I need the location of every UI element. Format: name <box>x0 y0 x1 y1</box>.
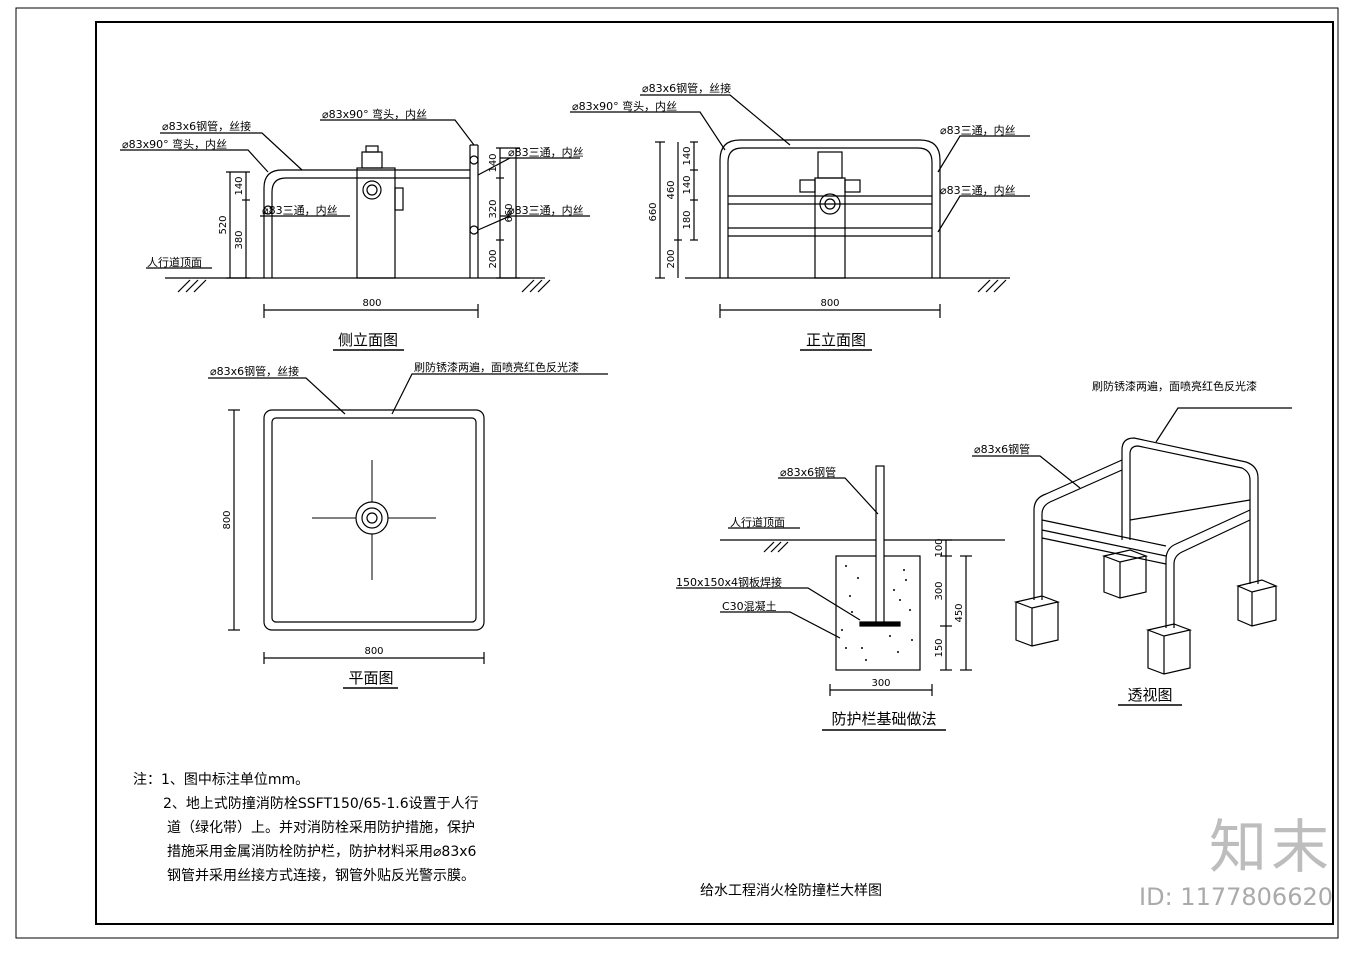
side-texts: ⌀83x6钢管，丝接 ⌀83x90° 弯头，内丝 ⌀83x90° 弯头，内丝 ⌀… <box>122 107 584 349</box>
side-dim: 380 <box>234 230 245 249</box>
side-label-tee-3: ⌀83三通，内丝 <box>508 203 584 217</box>
foundation-dim: 300 <box>934 581 945 600</box>
front-dim: 180 <box>682 210 693 229</box>
watermark: 知末 ID: 1177806620 <box>1139 812 1333 912</box>
foundation-dim: 100 <box>934 538 945 557</box>
watermark-logo: 知末 <box>1208 813 1333 881</box>
ground-hatch <box>177 279 551 293</box>
note-line: 注：1、图中标注单位mm。 <box>133 772 310 788</box>
note-line: 道（绿化带）上。并对消防栓采用防护措施，保护 <box>167 820 475 836</box>
front-label-tee-2: ⌀83三通，内丝 <box>940 183 1016 197</box>
side-dim: 320 <box>488 199 499 218</box>
note-line: 措施采用金属消防栓防护栏，防护材料采用⌀83x6 <box>167 844 477 860</box>
plan-view <box>208 373 608 689</box>
front-dim: 140 <box>682 175 693 194</box>
front-elevation <box>570 94 1030 351</box>
side-label-pipe: ⌀83x6钢管，丝接 <box>162 119 251 133</box>
foundation-title: 防护栏基础做法 <box>831 710 936 728</box>
side-title: 侧立面图 <box>338 331 398 349</box>
foundation-dim: 450 <box>954 603 965 622</box>
drawing-caption: 给水工程消火栓防撞栏大样图 <box>700 883 882 899</box>
note-line: 钢管并采用丝接方式连接，钢管外贴反光警示膜。 <box>167 868 475 884</box>
front-dim: 800 <box>820 298 839 309</box>
note-line: 2、地上式防撞消防栓SSFT150/65-1.6设置于人行 <box>163 796 479 812</box>
side-dim: 140 <box>234 176 245 195</box>
foundation-label-pipe: ⌀83x6钢管 <box>780 465 836 479</box>
side-label-tee-1: ⌀83三通，内丝 <box>508 145 584 159</box>
side-label-elbow-2: ⌀83x90° 弯头，内丝 <box>322 107 427 121</box>
plan-texts: ⌀83x6钢管，丝接 刷防锈漆两遍，面喷亮红色反光漆 800 800 平面图 <box>210 360 579 687</box>
inner-frame <box>95 21 1334 925</box>
front-dim: 460 <box>666 180 677 199</box>
front-dim: 140 <box>682 146 693 165</box>
concrete-speckle <box>841 565 913 661</box>
foundation-dim: 300 <box>871 678 890 689</box>
side-dim: 520 <box>218 215 229 234</box>
foundation-dim: 150 <box>934 638 945 657</box>
plan-dim: 800 <box>364 646 383 657</box>
front-label-tee-1: ⌀83三通，内丝 <box>940 123 1016 137</box>
foundation-label-concrete: C30混凝土 <box>722 599 777 613</box>
side-elevation <box>120 119 590 351</box>
plan-title: 平面图 <box>348 669 393 687</box>
plan-label-pipe: ⌀83x6钢管，丝接 <box>210 364 299 378</box>
notes-block: 注：1、图中标注单位mm。 2、地上式防撞消防栓SSFT150/65-1.6设置… <box>133 768 573 888</box>
front-title: 正立面图 <box>806 331 866 349</box>
hydrant-body <box>356 167 396 279</box>
side-dim: 140 <box>488 153 499 172</box>
perspective-view <box>972 407 1292 706</box>
perspective-label-pipe: ⌀83x6钢管 <box>974 442 1030 456</box>
side-label-ground: 人行道顶面 <box>147 255 202 269</box>
perspective-label-paint: 刷防锈漆两遍，面喷亮红色反光漆 <box>1092 379 1257 393</box>
plan-label-paint: 刷防锈漆两遍，面喷亮红色反光漆 <box>414 360 579 374</box>
side-dim: 660 <box>504 203 515 222</box>
foundation-texts: ⌀83x6钢管 人行道顶面 150x150x4钢板焊接 C30混凝土 100 3… <box>676 465 965 728</box>
perspective-title: 透视图 <box>1127 686 1172 704</box>
front-dim: 200 <box>666 249 677 268</box>
front-label-pipe: ⌀83x6钢管，丝接 <box>642 81 731 95</box>
front-label-elbow: ⌀83x90° 弯头，内丝 <box>572 99 677 113</box>
front-dim: 660 <box>648 202 659 221</box>
outer-frame <box>15 7 1339 939</box>
watermark-id: ID: 1177806620 <box>1139 883 1333 911</box>
plan-dim: 800 <box>222 510 233 529</box>
side-label-elbow-1: ⌀83x90° 弯头，内丝 <box>122 137 227 151</box>
side-dim: 800 <box>362 298 381 309</box>
side-rail-inner <box>271 177 470 278</box>
perspective-footings <box>1013 549 1278 675</box>
side-dim: 200 <box>488 249 499 268</box>
side-rail-outer <box>263 169 470 278</box>
perspective-texts: 刷防锈漆两遍，面喷亮红色反光漆 ⌀83x6钢管 透视图 <box>974 379 1257 704</box>
foundation-label-plate: 150x150x4钢板焊接 <box>676 575 782 589</box>
side-label-tee-2: ⌀83三通，内丝 <box>262 203 338 217</box>
foundation-detail <box>676 465 1005 731</box>
foundation-label-ground: 人行道顶面 <box>730 515 785 529</box>
front-texts: ⌀83x6钢管，丝接 ⌀83x90° 弯头，内丝 ⌀83三通，内丝 ⌀83三通，… <box>572 81 1016 349</box>
